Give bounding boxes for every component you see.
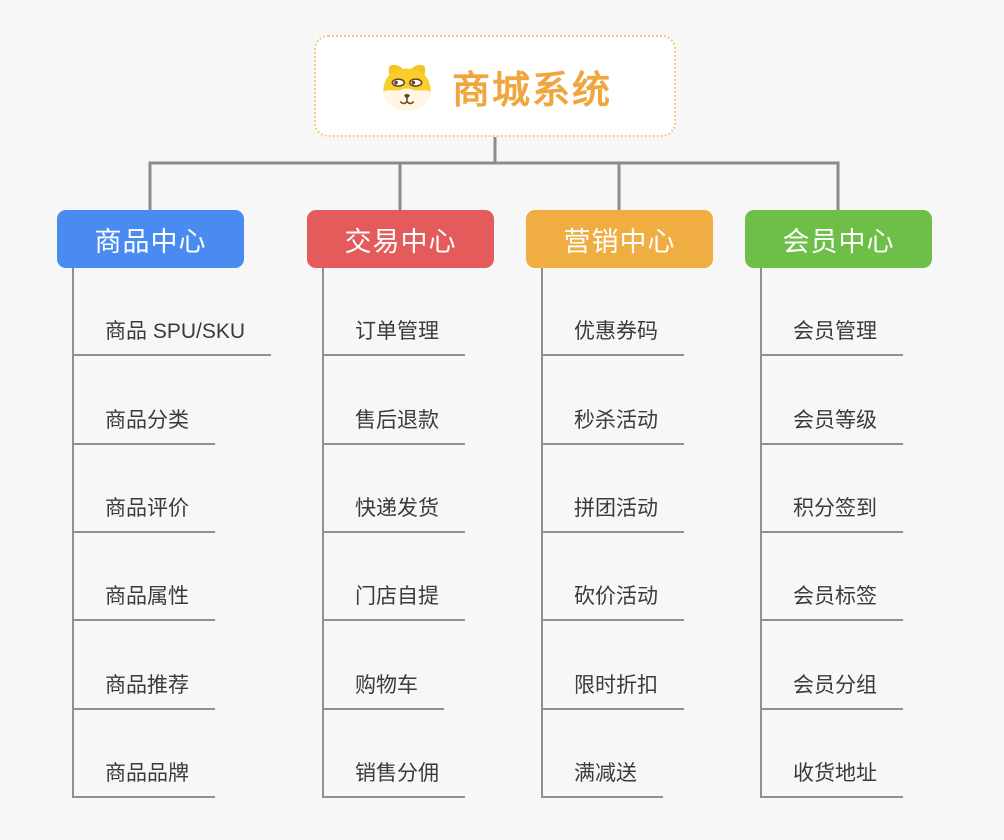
leaf-label: 秒杀活动 xyxy=(574,408,658,432)
leaf-item[interactable]: 秒杀活动 xyxy=(543,356,684,445)
branch-node-1[interactable]: 商品中心 xyxy=(57,210,244,268)
leaf-label: 拼团活动 xyxy=(574,496,658,520)
leaf-item[interactable]: 砍价活动 xyxy=(543,533,684,622)
leaf-item[interactable]: 拼团活动 xyxy=(543,445,684,533)
leaf-label: 积分签到 xyxy=(793,496,877,520)
leaf-item[interactable]: 订单管理 xyxy=(324,268,465,357)
leaf-label: 售后退款 xyxy=(355,408,439,432)
leaf-item[interactable]: 商品分类 xyxy=(74,356,215,445)
leaf-label: 快递发货 xyxy=(355,496,439,520)
leaf-label: 收货地址 xyxy=(793,761,877,785)
branch-label: 营销中心 xyxy=(563,226,676,257)
leaf-label: 销售分佣 xyxy=(355,761,439,785)
leaf-item[interactable]: 会员分组 xyxy=(762,621,903,710)
leaf-label: 商品推荐 xyxy=(105,673,189,697)
leaf-label: 订单管理 xyxy=(355,320,439,344)
root-title: 商城系统 xyxy=(451,69,612,112)
branch-node-2[interactable]: 交易中心 xyxy=(307,210,494,268)
leaf-label: 商品评价 xyxy=(105,496,189,520)
leaf-label: 优惠券码 xyxy=(574,320,658,344)
leaf-label: 购物车 xyxy=(355,673,418,697)
branch-children-3: 优惠券码秒杀活动拼团活动砍价活动限时折扣满减送 xyxy=(541,268,684,798)
leaf-label: 商品属性 xyxy=(105,585,189,609)
leaf-item[interactable]: 满减送 xyxy=(543,710,663,798)
leaf-item[interactable]: 快递发货 xyxy=(324,445,465,533)
leaf-item[interactable]: 门店自提 xyxy=(324,533,465,622)
branch-node-4[interactable]: 会员中心 xyxy=(745,210,932,268)
dog-face-icon xyxy=(378,59,436,113)
leaf-item[interactable]: 销售分佣 xyxy=(324,710,465,798)
leaf-item[interactable]: 售后退款 xyxy=(324,356,465,445)
branch-children-4: 会员管理会员等级积分签到会员标签会员分组收货地址 xyxy=(760,268,903,798)
branch-children-2: 订单管理售后退款快递发货门店自提购物车销售分佣 xyxy=(322,268,465,798)
leaf-label: 商品品牌 xyxy=(105,761,189,785)
leaf-item[interactable]: 会员管理 xyxy=(762,268,903,357)
leaf-item[interactable]: 积分签到 xyxy=(762,445,903,533)
root-node[interactable]: 商城系统 xyxy=(314,35,676,137)
leaf-item[interactable]: 商品属性 xyxy=(74,533,215,622)
branch-node-3[interactable]: 营销中心 xyxy=(526,210,713,268)
leaf-item[interactable]: 购物车 xyxy=(324,621,444,710)
leaf-label: 满减送 xyxy=(574,761,637,785)
leaf-label: 门店自提 xyxy=(355,585,439,609)
leaf-label: 会员分组 xyxy=(793,673,877,697)
leaf-label: 商品 SPU/SKU xyxy=(105,320,246,344)
branch-label: 商品中心 xyxy=(94,226,207,257)
leaf-label: 商品分类 xyxy=(105,408,189,432)
leaf-item[interactable]: 商品 SPU/SKU xyxy=(74,268,272,357)
leaf-item[interactable]: 商品评价 xyxy=(74,445,215,533)
leaf-item[interactable]: 会员标签 xyxy=(762,533,903,622)
leaf-label: 会员标签 xyxy=(793,585,877,609)
leaf-label: 砍价活动 xyxy=(574,585,658,609)
branch-label: 交易中心 xyxy=(344,226,457,257)
leaf-item[interactable]: 商品推荐 xyxy=(74,621,215,710)
branch-children-1: 商品 SPU/SKU 商品分类商品评价商品属性商品推荐商品品牌 xyxy=(72,268,272,798)
branch-label: 会员中心 xyxy=(782,226,895,257)
leaf-item[interactable]: 会员等级 xyxy=(762,356,903,445)
leaf-item[interactable]: 优惠券码 xyxy=(543,268,684,357)
leaf-label: 限时折扣 xyxy=(574,673,658,697)
leaf-item[interactable]: 收货地址 xyxy=(762,710,903,798)
leaf-label: 会员管理 xyxy=(793,320,877,344)
leaf-item[interactable]: 限时折扣 xyxy=(543,621,684,710)
leaf-label: 会员等级 xyxy=(793,408,877,432)
leaf-item[interactable]: 商品品牌 xyxy=(74,710,215,798)
